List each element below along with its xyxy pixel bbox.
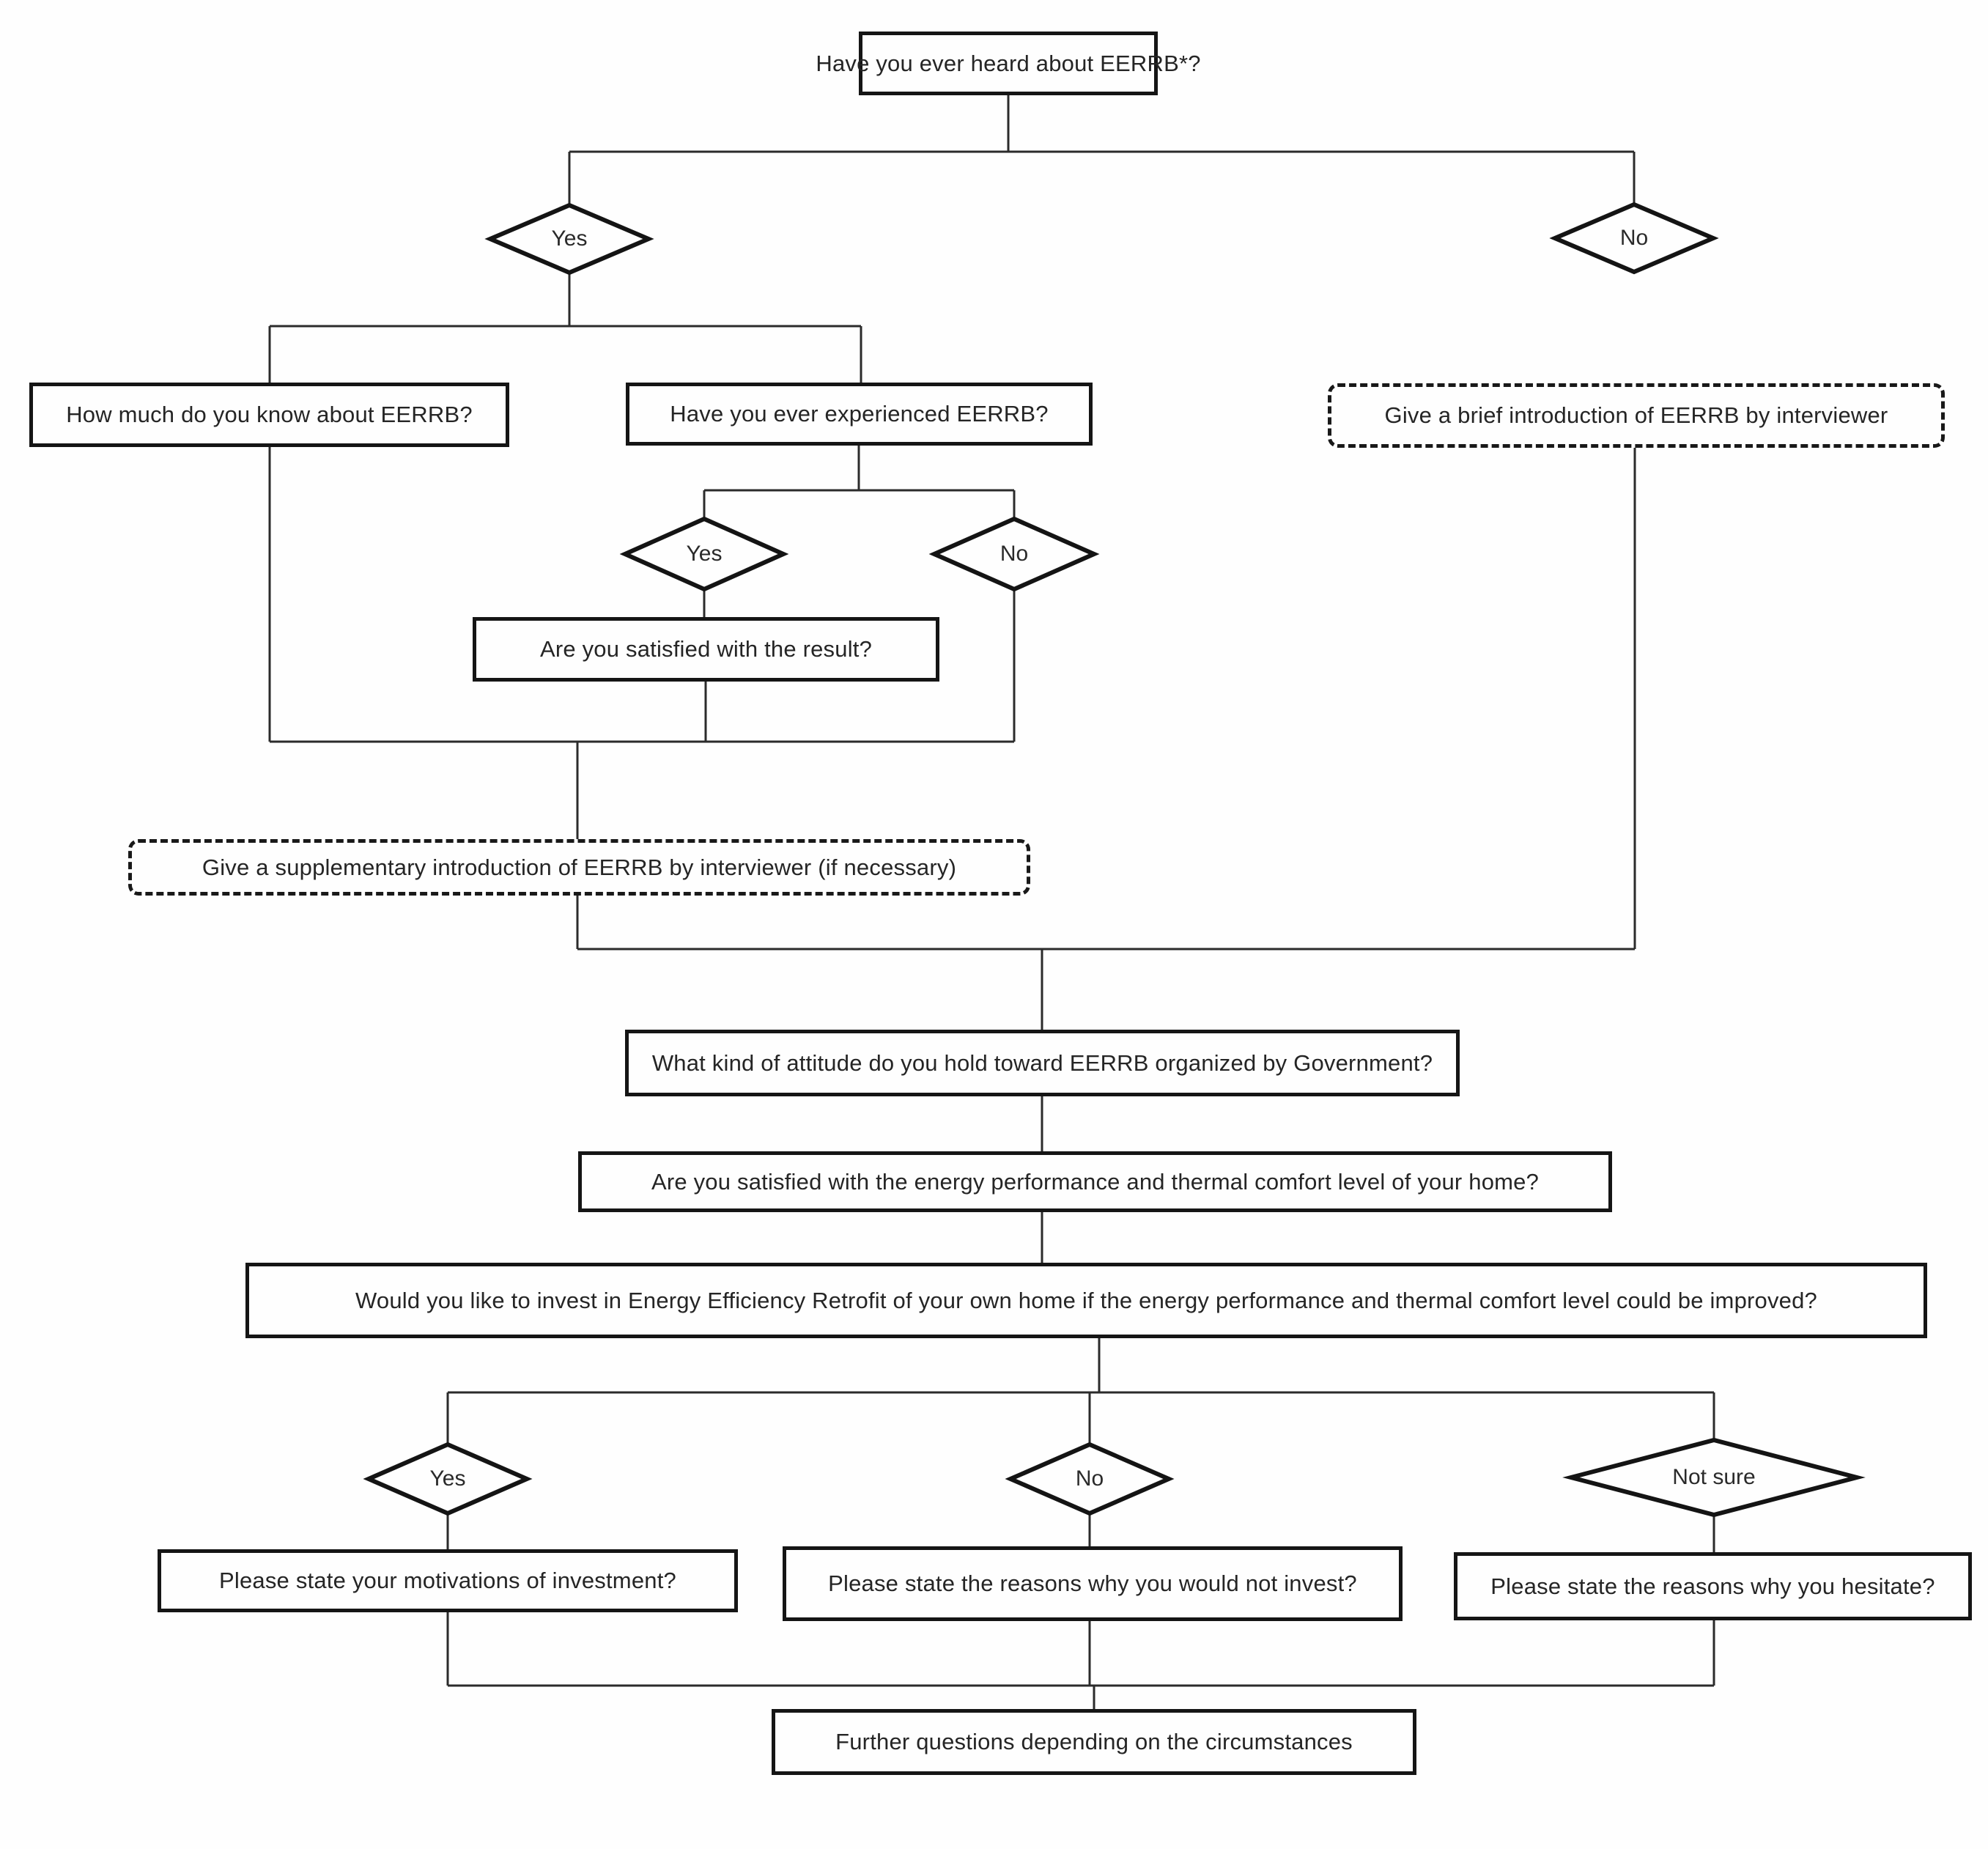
- node-question-satisfied-home: Are you satisfied with the energy perfor…: [578, 1151, 1612, 1212]
- node-question-invest: Would you like to invest in Energy Effic…: [245, 1263, 1927, 1338]
- diamond-invest-yes-shape: [363, 1442, 533, 1516]
- diamond-invest-notsure-shape: [1562, 1437, 1866, 1518]
- node-brief-introduction: Give a brief introduction of EERRB by in…: [1328, 383, 1945, 448]
- diamond-label-heard-no: No: [1619, 226, 1649, 250]
- node-further-questions: Further questions depending on the circu…: [772, 1709, 1416, 1775]
- connector-lines: [268, 95, 1715, 1709]
- diamond-invest-no-shape: [1005, 1442, 1175, 1516]
- node-question-reasons-hesitate: Please state the reasons why you hesitat…: [1454, 1552, 1972, 1620]
- diamond-heard-no-shape: [1549, 202, 1719, 275]
- diamond-label-exp-yes: Yes: [686, 542, 723, 566]
- node-question-motivations: Please state your motivations of investm…: [158, 1549, 738, 1612]
- diamond-exp-yes-shape: [619, 516, 789, 592]
- diamond-label-exp-no: No: [999, 542, 1029, 566]
- diamond-heard-yes-shape: [484, 202, 654, 276]
- diamond-label-invest-no: No: [1075, 1466, 1104, 1491]
- diamond-label-heard-yes: Yes: [551, 226, 588, 251]
- node-question-how-much-know: How much do you know about EERRB?: [29, 383, 509, 447]
- diamond-exp-no-shape: [928, 516, 1100, 592]
- node-question-reasons-not-invest: Please state the reasons why you would n…: [783, 1546, 1403, 1621]
- node-question-attitude: What kind of attitude do you hold toward…: [625, 1030, 1460, 1096]
- node-question-experienced: Have you ever experienced EERRB?: [626, 383, 1093, 446]
- diamond-label-invest-notsure: Not sure: [1672, 1465, 1756, 1489]
- node-question-heard: Have you ever heard about EERRB*?: [816, 32, 1200, 95]
- decision-diamond-shapes: [363, 202, 1866, 1518]
- node-question-satisfied-result: Are you satisfied with the result?: [473, 617, 939, 682]
- diamond-label-invest-yes: Yes: [429, 1466, 466, 1491]
- node-supplementary-introduction: Give a supplementary introduction of EER…: [128, 839, 1030, 896]
